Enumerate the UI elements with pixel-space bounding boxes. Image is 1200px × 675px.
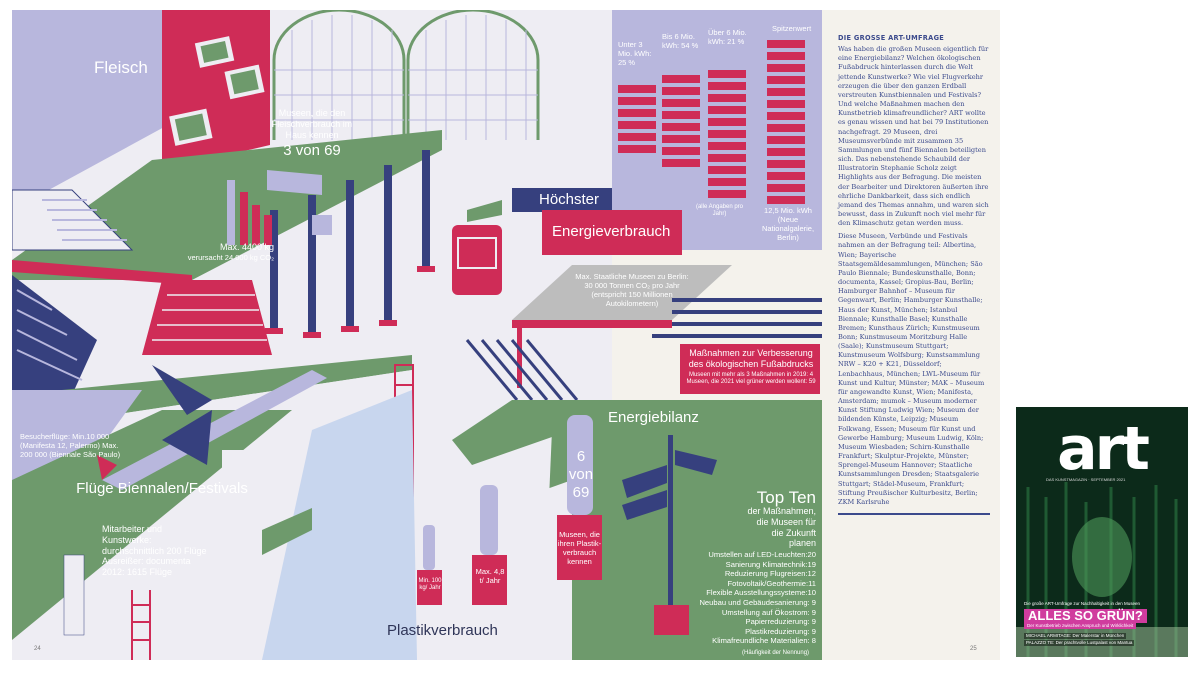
signpost-icon (622, 435, 717, 635)
massnahmen-sub: Museen mit mehr als 3 Maßnahmen in 2019:… (686, 372, 816, 386)
massnahmen-panel (680, 344, 820, 394)
plastik-title: Plastikverbrauch (387, 622, 498, 639)
cover-headline: ALLES SO GRÜN? (1024, 609, 1147, 623)
arched-windows (272, 10, 540, 140)
plastic-bottles (417, 415, 602, 605)
fleisch-bars (227, 180, 272, 245)
page-number-left: 24 (34, 646, 41, 652)
stripe-pattern (652, 298, 822, 338)
fleisch-co2: verursacht 24 000 kg CO₂ (187, 253, 274, 262)
bottle-count: 6 von 69 (568, 448, 594, 501)
red-carpet (142, 280, 272, 355)
infographic-illustration (12, 10, 822, 660)
mitarbeiter-text: Mitarbeiter und Kunstwerke: durchschnitt… (102, 524, 207, 578)
energy-note: (alle Angaben pro Jahr) (695, 204, 744, 218)
top-ten-item: Umstellen auf LED-Leuchten:20 (708, 550, 816, 559)
energy-col-1: Unter 3 Mio. kWh: 25 % (618, 40, 652, 67)
article-text-column: DIE GROSSE ART-UMFRAGE Was haben die gro… (838, 34, 990, 515)
plastik-min: Min. 100 kg/ Jahr (418, 578, 442, 592)
top-ten-item: Klimafreundliche Materialien: 8 (712, 636, 816, 646)
hoechster-label: Höchster (538, 191, 600, 208)
top-ten-footnote: (Häufigkeit der Nennung) (742, 650, 810, 656)
energy-peak-label: Spitzenwert (772, 24, 812, 33)
magazine-cover: art DAS KUNSTMAGAZIN · SEPTEMBER 2021 Di… (1016, 407, 1188, 657)
energy-stacks (618, 40, 805, 204)
energy-col-3: Über 6 Mio. kWh: 21 % (708, 28, 747, 46)
top-ten-title: Top Ten (756, 488, 816, 507)
red-ladder (131, 590, 151, 660)
staatliche-text: Max. Staatliche Museen zu Berlin: 30 000… (575, 272, 689, 308)
columns (270, 150, 430, 335)
fleisch-panel (12, 10, 177, 210)
article-kicker: DIE GROSSE ART-UMFRAGE (838, 34, 945, 42)
besucherfluege: Besucherflüge: Min.10 000 (Manifesta 12,… (20, 432, 121, 459)
airplane-icon (97, 365, 327, 530)
page-number-right: 25 (970, 646, 977, 652)
plastik-max: Max. 4,8 t/ Jahr (475, 567, 505, 585)
fleisch-max: Max. 4400 kg (219, 242, 274, 252)
top-ten-item: Papierreduzierung: 9 (745, 617, 817, 627)
energieverbrauch-label: Energieverbrauch (552, 223, 671, 240)
top-ten-item: Neubau und Gebäudesanierung: 9 (699, 597, 816, 607)
cover-teaser-top: Die große ART-Umfrage zur Nachhaltigkeit… (1024, 601, 1140, 606)
blue-stairs (12, 275, 97, 395)
energy-peak-value: 12,5 Mio. kWh (Neue Nationalgalerie, Ber… (761, 206, 815, 242)
top-ten-item: Sanierung Klimatechnik:19 (725, 559, 816, 569)
article-end-rule (838, 512, 990, 515)
cover-subline: Der Kunstbetrieb zwischen Anspruch und W… (1024, 623, 1137, 629)
fluege-title: Flüge Biennalen/Festivals (76, 480, 248, 497)
fleisch-intro: Museen, die den Fleischverbrauch im Haus… (271, 108, 353, 140)
article-participants: Diese Museen, Verbünde und Festivals nah… (838, 232, 985, 506)
article-intro: Was haben die großen Museen eigentlich f… (838, 45, 989, 228)
cover-teaser-1: MICHAEL ARMITAGE: Der Malerstar in Münch… (1024, 633, 1127, 639)
top-ten-list: Umstellen auf LED-Leuchten:20 Sanierung … (652, 550, 816, 646)
plastik-museen: Museen, die ihren Plastik-verbrauch kenn… (557, 530, 602, 566)
top-ten-item: Flexible Ausstellungssysteme:10 (706, 588, 816, 598)
top-ten-subtitle: der Maßnahmen, die Museen für die Zukunf… (747, 506, 816, 549)
top-ten-panel (542, 430, 822, 660)
hoechster-band (512, 188, 612, 212)
cover-issue-line: DAS KUNSTMAGAZIN · SEPTEMBER 2021 (1046, 477, 1126, 482)
fleisch-title: Fleisch (94, 58, 148, 77)
fleisch-count: 3 von 69 (283, 142, 341, 159)
cover-teaser-2: PALAZZO TE: Der prachtvolle Lustpalast v… (1024, 640, 1135, 646)
top-ten-item: Fotovoltaik/Geothermie:11 (727, 578, 817, 588)
cover-logo: art (1057, 414, 1150, 484)
energiebilanz-title: Energiebilanz (608, 409, 699, 426)
energy-col-2: Bis 6 Mio. kWh: 54 % (662, 32, 699, 50)
water-tank (452, 200, 502, 295)
grey-roof (512, 265, 732, 320)
top-ten-item: Reduzierung Flugreisen:12 (724, 569, 816, 579)
magazine-spread: Fleisch Museen, die den Fleischverbrauch… (12, 10, 1000, 660)
top-ten-item: Umstellung auf Ökostrom: 9 (721, 607, 816, 617)
top-ten-item: Plastikreduzierung: 9 (745, 626, 816, 636)
massnahmen-title: Maßnahmen zur Verbesserung des ökologisc… (688, 348, 814, 369)
